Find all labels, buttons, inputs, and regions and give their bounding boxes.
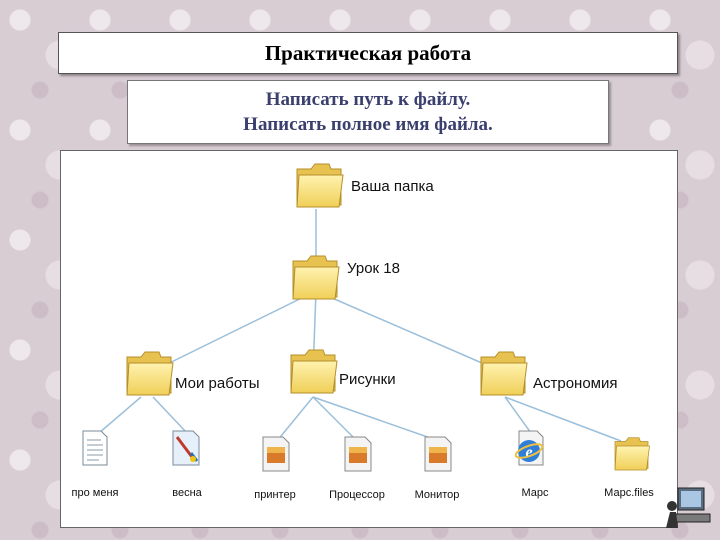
connector-level1-folder-3: [315, 290, 506, 374]
image-document-icon: [344, 436, 372, 472]
mars-files-folder-icon: [614, 437, 650, 471]
lesson-folder-icon: [292, 255, 340, 300]
root-folder-label: Ваша папка: [351, 178, 434, 195]
connector-folder-2-file-4: [312, 396, 358, 442]
folder-my-works-icon: [126, 351, 174, 396]
svg-text:e: e: [525, 444, 532, 461]
image-document-icon: [262, 436, 290, 472]
connector-folder-3-file-6: [504, 396, 532, 434]
connector-folder-3-file-7: [504, 396, 622, 442]
text-document-icon: [82, 430, 108, 466]
page-title: Практическая работа: [58, 32, 678, 74]
folder-astronomy-label: Астрономия: [533, 375, 618, 392]
connector-folder-2-file-3: [276, 396, 314, 442]
connector-folder-1-file-1: [98, 396, 142, 434]
image-document-icon: [424, 436, 452, 472]
task-line-2: Написать полное имя файла.: [243, 114, 493, 135]
task-box: Написать путь к файлу. Написать полное и…: [127, 80, 609, 144]
paint-document-icon: [172, 430, 200, 466]
connector-folder-1-file-2: [152, 396, 188, 434]
file-spring-label: весна: [172, 487, 202, 499]
file-mars-files-label: Марс.files: [604, 487, 654, 499]
connector-level1-folder-1: [148, 290, 317, 374]
file-about-me-label: про меня: [72, 487, 119, 499]
root-folder-icon: [296, 163, 344, 208]
tree-connectors: [98, 209, 622, 442]
folder-astronomy-icon: [480, 351, 528, 396]
connector-folder-2-file-5: [312, 396, 440, 442]
task-line-1: Написать путь к файлу.: [265, 89, 471, 110]
folder-my-works-label: Мои работы: [175, 375, 260, 392]
folder-tree-diagram: Ваша папка Урок 18 Мои работы Рисунки Ас…: [60, 150, 678, 528]
file-monitor-label: Монитор: [415, 489, 460, 501]
folder-pictures-icon: [290, 349, 338, 394]
lesson-folder-label: Урок 18: [347, 260, 400, 277]
internet-explorer-icon: e: [514, 430, 544, 466]
file-printer-label: принтер: [254, 489, 295, 501]
file-mars-label: Марс: [521, 487, 549, 499]
computer-user-icon: [664, 484, 716, 535]
folder-pictures-label: Рисунки: [339, 371, 396, 388]
file-processor-label: Процессор: [329, 489, 385, 501]
